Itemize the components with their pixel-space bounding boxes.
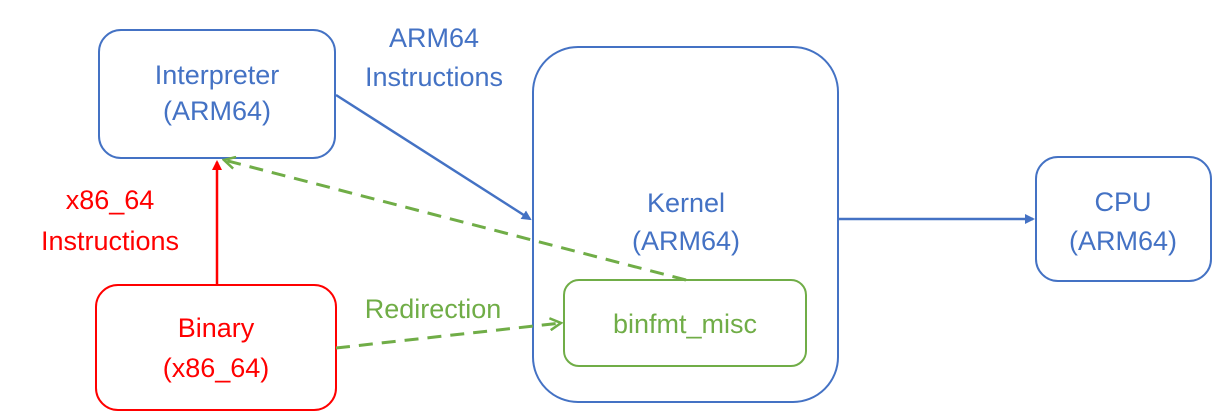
kernel-label: Kernel xyxy=(647,188,725,218)
cpu-box xyxy=(1035,156,1212,282)
binfmt-misc-label: binfmt_misc xyxy=(613,309,757,339)
cpu-label: CPU xyxy=(1094,187,1151,217)
cpu-node: CPU (ARM64) xyxy=(1035,156,1212,282)
arm64-instructions-label-line2: Instructions xyxy=(365,62,503,92)
kernel-arch: (ARM64) xyxy=(632,226,740,256)
interpreter-arch: (ARM64) xyxy=(163,96,271,126)
binary-box xyxy=(95,284,337,411)
edge-binary-to-binfmt-redirection xyxy=(335,323,561,350)
binfmt-misc-node: binfmt_misc xyxy=(563,279,807,367)
interpreter-label: Interpreter xyxy=(155,60,280,90)
interpreter-box xyxy=(98,29,336,159)
redirection-label: Redirection xyxy=(365,294,502,324)
cpu-arch: (ARM64) xyxy=(1069,226,1177,256)
binary-label: Binary xyxy=(178,313,255,343)
interpreter-node: Interpreter (ARM64) xyxy=(98,29,336,159)
edge-binfmt-to-interpreter xyxy=(224,160,687,282)
x86-instructions-label-line2: Instructions xyxy=(41,226,179,256)
edge-interpreter-to-kernel xyxy=(335,93,532,221)
x86-instructions-label-line1: x86_64 xyxy=(66,185,155,215)
binary-node: Binary (x86_64) xyxy=(95,284,337,411)
binary-arch: (x86_64) xyxy=(163,353,270,383)
arm64-instructions-label-line1: ARM64 xyxy=(389,23,479,53)
